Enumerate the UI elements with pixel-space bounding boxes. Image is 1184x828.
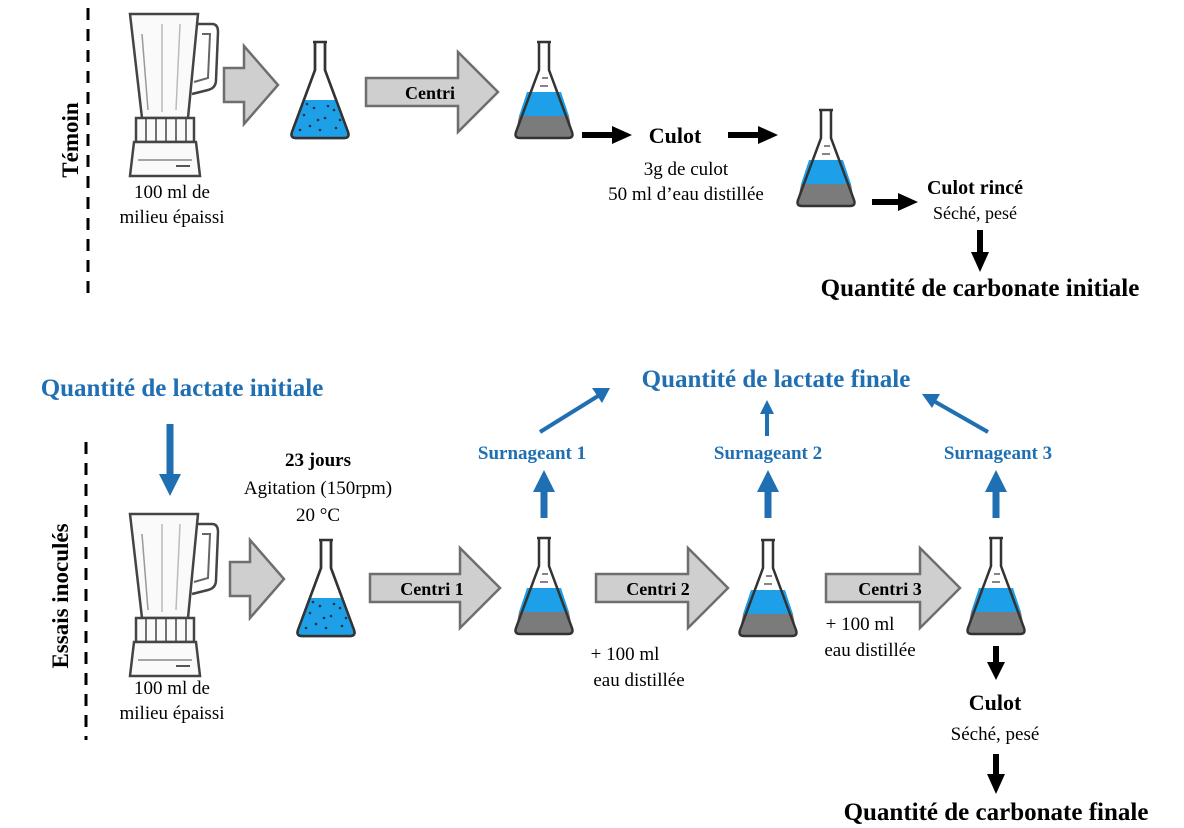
blue-up-arrow [757, 470, 779, 518]
blender-icon [128, 12, 220, 178]
black-arrow [728, 126, 778, 144]
rinse-2-line-2: eau distillée [824, 640, 915, 661]
incubation-title: 23 jours [285, 450, 351, 471]
lactate-final: Quantité de lactate finale [642, 366, 911, 393]
top-blender-caption-1: 100 ml de [134, 182, 210, 203]
rinse-1-line-1: + 100 ml [591, 644, 660, 665]
surnageant-1: Surnageant 1 [478, 443, 586, 464]
culot-title: Culot [649, 123, 702, 148]
top-blender-caption-2: milieu épaissi [119, 207, 224, 228]
black-down-arrow [971, 230, 989, 272]
culot-rince-title: Culot rincé [927, 177, 1023, 199]
black-down-arrow [987, 646, 1005, 680]
blue-up-arrow [760, 400, 774, 436]
centri-1-arrow [368, 544, 502, 632]
lactate-initial: Quantité de lactate initiale [41, 375, 324, 402]
black-down-arrow [987, 754, 1005, 794]
blue-diagonal-arrow [538, 388, 610, 434]
centri-label: Centri [405, 83, 455, 103]
flask-pellet-icon [738, 538, 798, 638]
blue-diagonal-arrow [922, 394, 989, 434]
flask-pellet-icon [796, 108, 856, 208]
culot-final-title: Culot [969, 690, 1022, 715]
culot-rince-sub: Séché, pesé [933, 203, 1017, 223]
culot-final-sub: Séché, pesé [951, 724, 1040, 745]
blue-down-arrow [159, 424, 181, 496]
flask-icon [290, 40, 350, 140]
result-final: Quantité de carbonate finale [844, 799, 1149, 826]
gray-arrow [222, 42, 280, 128]
top-side-label: Témoin [58, 102, 83, 178]
incubation-line-1: Agitation (150rpm) [244, 478, 392, 499]
gray-arrow [228, 536, 286, 622]
black-arrow [582, 126, 632, 144]
flask-icon [296, 538, 356, 638]
flask-pellet-icon [514, 40, 574, 140]
rinse-2-line-1: + 100 ml [826, 614, 895, 635]
blue-up-arrow [985, 470, 1007, 518]
result-initial: Quantité de carbonate initiale [821, 275, 1140, 302]
bottom-blender-caption-2: milieu épaissi [119, 703, 224, 724]
bottom-side-label: Essais inoculés [48, 523, 73, 668]
centri-2-arrow [594, 544, 730, 632]
bottom-blender-caption-1: 100 ml de [134, 678, 210, 699]
incubation-line-2: 20 °C [296, 505, 340, 526]
centri-3-arrow [824, 544, 962, 632]
blue-up-arrow [533, 470, 555, 518]
flask-pellet-icon [514, 536, 574, 636]
centri-2-label: Centri 2 [626, 579, 689, 599]
culot-line-2: 50 ml d’eau distillée [608, 184, 764, 205]
surnageant-2: Surnageant 2 [714, 443, 822, 464]
centri-1-label: Centri 1 [400, 579, 463, 599]
flask-pellet-icon [966, 536, 1026, 636]
rinse-1-line-2: eau distillée [593, 670, 684, 691]
blender-icon [128, 512, 220, 678]
centri-3-label: Centri 3 [858, 579, 921, 599]
centri-arrow [364, 48, 500, 136]
surnageant-3: Surnageant 3 [944, 443, 1052, 464]
culot-line-1: 3g de culot [644, 159, 729, 180]
black-arrow [872, 193, 918, 211]
